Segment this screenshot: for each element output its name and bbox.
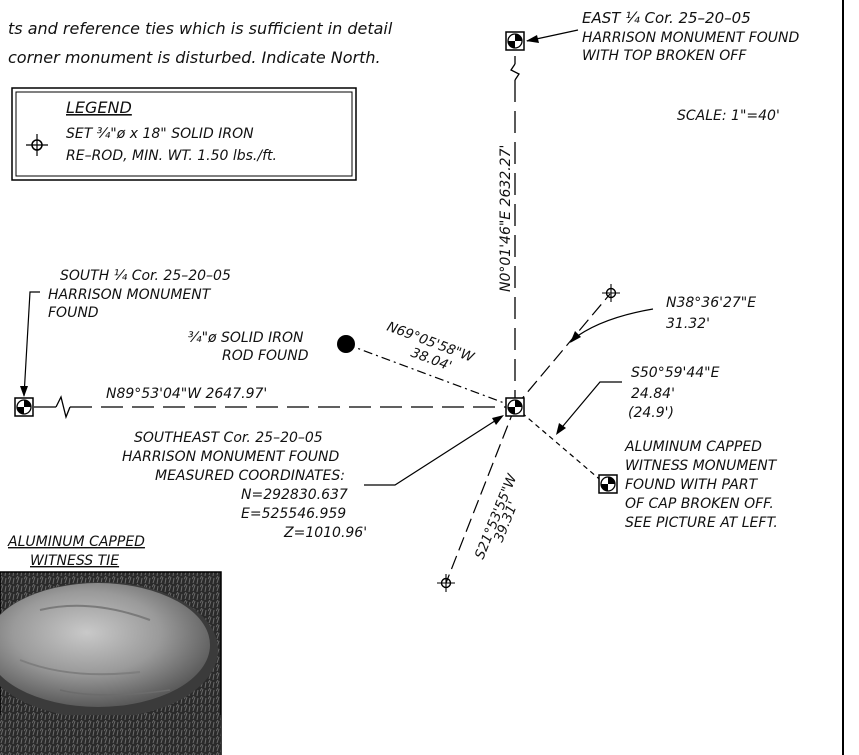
se-tie-leader [557, 381, 622, 433]
ne-tie-bearing: N38°36'27"E [666, 295, 756, 311]
south-corner-label-3: FOUND [48, 305, 99, 321]
set-iron-rod-ne-icon [602, 284, 620, 302]
iron-rod-label-2: ROD FOUND [222, 348, 309, 364]
tie-line-sw [445, 406, 516, 584]
witness-note-5: SEE PICTURE AT LEFT. [625, 515, 778, 531]
ne-tie-distance: 31.32' [666, 316, 710, 332]
east-corner-leader [526, 29, 579, 43]
north-line-bearing: N0°01'46"E 2632.27' [498, 145, 514, 292]
iron-rod-found-icon [337, 335, 355, 353]
east-quarter-corner-monument-icon [505, 31, 525, 51]
witness-note-4: OF CAP BROKEN OFF. [625, 496, 774, 512]
se-tie-leader-arrow [556, 423, 566, 435]
se-tie-bearing: S50°59'44"E [631, 365, 720, 381]
southeast-label-1: SOUTHEAST Cor. 25–20–05 [134, 430, 323, 446]
south-corner-leader-arrow [20, 386, 28, 397]
witness-note-1: ALUMINUM CAPPED [624, 439, 762, 455]
legend-line-2: RE–ROD, MIN. WT. 1.50 lbs./ft. [66, 148, 277, 164]
east-corner-label-3: WITH TOP BROKEN OFF [582, 48, 747, 64]
ne-tie-leader-arrow [570, 331, 581, 343]
photo-caption-1: ALUMINUM CAPPED [7, 534, 145, 550]
se-tie-record: (24.9') [628, 405, 674, 421]
instruction-line-1: ts and reference ties which is sufficien… [8, 19, 393, 38]
southeast-coord-e: E=525546.959 [241, 506, 346, 522]
west-line-bearing: N89°53'04"W 2647.97' [106, 386, 267, 402]
legend-title: LEGEND [66, 98, 132, 117]
east-corner-label-2: HARRISON MONUMENT FOUND [582, 30, 800, 46]
witness-tie-photo [0, 571, 222, 755]
west-section-line [34, 395, 506, 420]
tie-line-se [514, 406, 605, 484]
tie-line-ne [514, 293, 611, 408]
legend-box: LEGEND SET ¾"ø x 18" SOLID IRON RE–ROD, … [11, 87, 357, 181]
iron-rod-label-1: ¾"ø SOLID IRON [188, 330, 304, 346]
legend-line-1: SET ¾"ø x 18" SOLID IRON [66, 126, 254, 142]
south-corner-leader [23, 291, 40, 397]
east-corner-label-1: EAST ¼ Cor. 25–20–05 [582, 9, 751, 27]
southeast-corner-monument-icon [505, 397, 525, 417]
instruction-line-2: corner monument is disturbed. Indicate N… [8, 48, 381, 67]
southeast-coord-z: Z=1010.96' [283, 525, 367, 541]
southeast-coord-n: N=292830.637 [241, 487, 348, 503]
southeast-corner-leader-arrow [492, 415, 504, 425]
witness-monument-icon [598, 474, 618, 494]
south-quarter-corner-monument-icon [14, 397, 34, 417]
south-corner-label-1: SOUTH ¼ Cor. 25–20–05 [60, 268, 231, 284]
iron-rod-set-icon [26, 134, 48, 156]
southeast-label-2: HARRISON MONUMENT FOUND [122, 449, 340, 465]
witness-note-2: WITNESS MONUMENT [625, 458, 778, 474]
scale-label: SCALE: 1"=40' [677, 108, 780, 124]
witness-note-3: FOUND WITH PART [625, 477, 759, 493]
southeast-corner-leader [364, 416, 502, 486]
southeast-label-3: MEASURED COORDINATES: [155, 468, 345, 484]
south-corner-label-2: HARRISON MONUMENT [48, 287, 212, 303]
se-tie-distance: 24.84' [631, 386, 675, 402]
photo-caption-2: WITNESS TIE [30, 553, 119, 569]
north-section-line [510, 56, 520, 398]
set-iron-rod-sw-icon [437, 574, 455, 592]
tie-line-nw [345, 343, 516, 408]
